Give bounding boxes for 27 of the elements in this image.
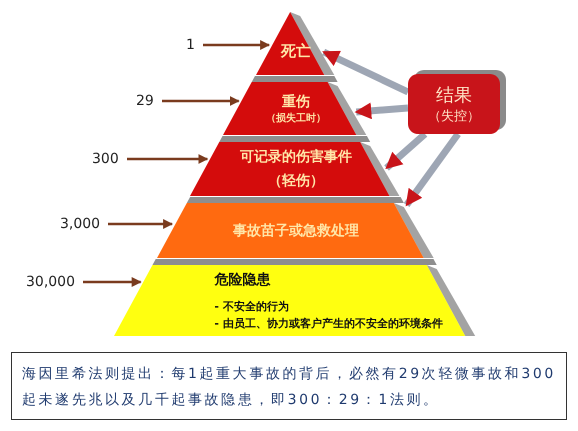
tier-subtitle: （损失工时）	[266, 112, 326, 124]
tier-title: 事故苗子或急救处理	[232, 222, 359, 240]
tier-title: 死亡	[280, 42, 311, 61]
count-label: 3,000	[60, 215, 100, 233]
tier-title: 重伤	[282, 92, 310, 110]
arrow	[127, 154, 208, 164]
arrow	[404, 132, 461, 208]
bullet-text: - 不安全的行为	[214, 298, 289, 314]
arrow	[322, 48, 410, 96]
result-subtitle: （失控）	[428, 108, 480, 125]
arrow	[384, 131, 428, 171]
bullet-text: - 由员工、协力或客户产生的不安全的环境条件	[214, 316, 443, 330]
tier-title: 可记录的伤害事件	[240, 148, 352, 166]
caption-box: 海因里希法则提出：每1起重大事故的背后，必然有29次轻微事故和300起未遂先兆以及几千起事故隐患，即300：29：1法则。	[11, 352, 567, 420]
result-title: 结果	[436, 84, 472, 107]
count-label: 1	[186, 36, 195, 54]
tier-subtitle: （轻伤）	[268, 172, 324, 190]
count-label: 30,000	[26, 273, 75, 291]
arrow	[108, 219, 174, 229]
count-label: 29	[136, 92, 154, 110]
arrow	[354, 102, 408, 120]
arrow	[162, 96, 240, 106]
tier-title: 危险隐患	[214, 270, 270, 288]
count-label: 300	[92, 150, 119, 168]
arrow	[83, 277, 142, 287]
result-box	[408, 74, 500, 134]
arrow	[203, 40, 270, 50]
